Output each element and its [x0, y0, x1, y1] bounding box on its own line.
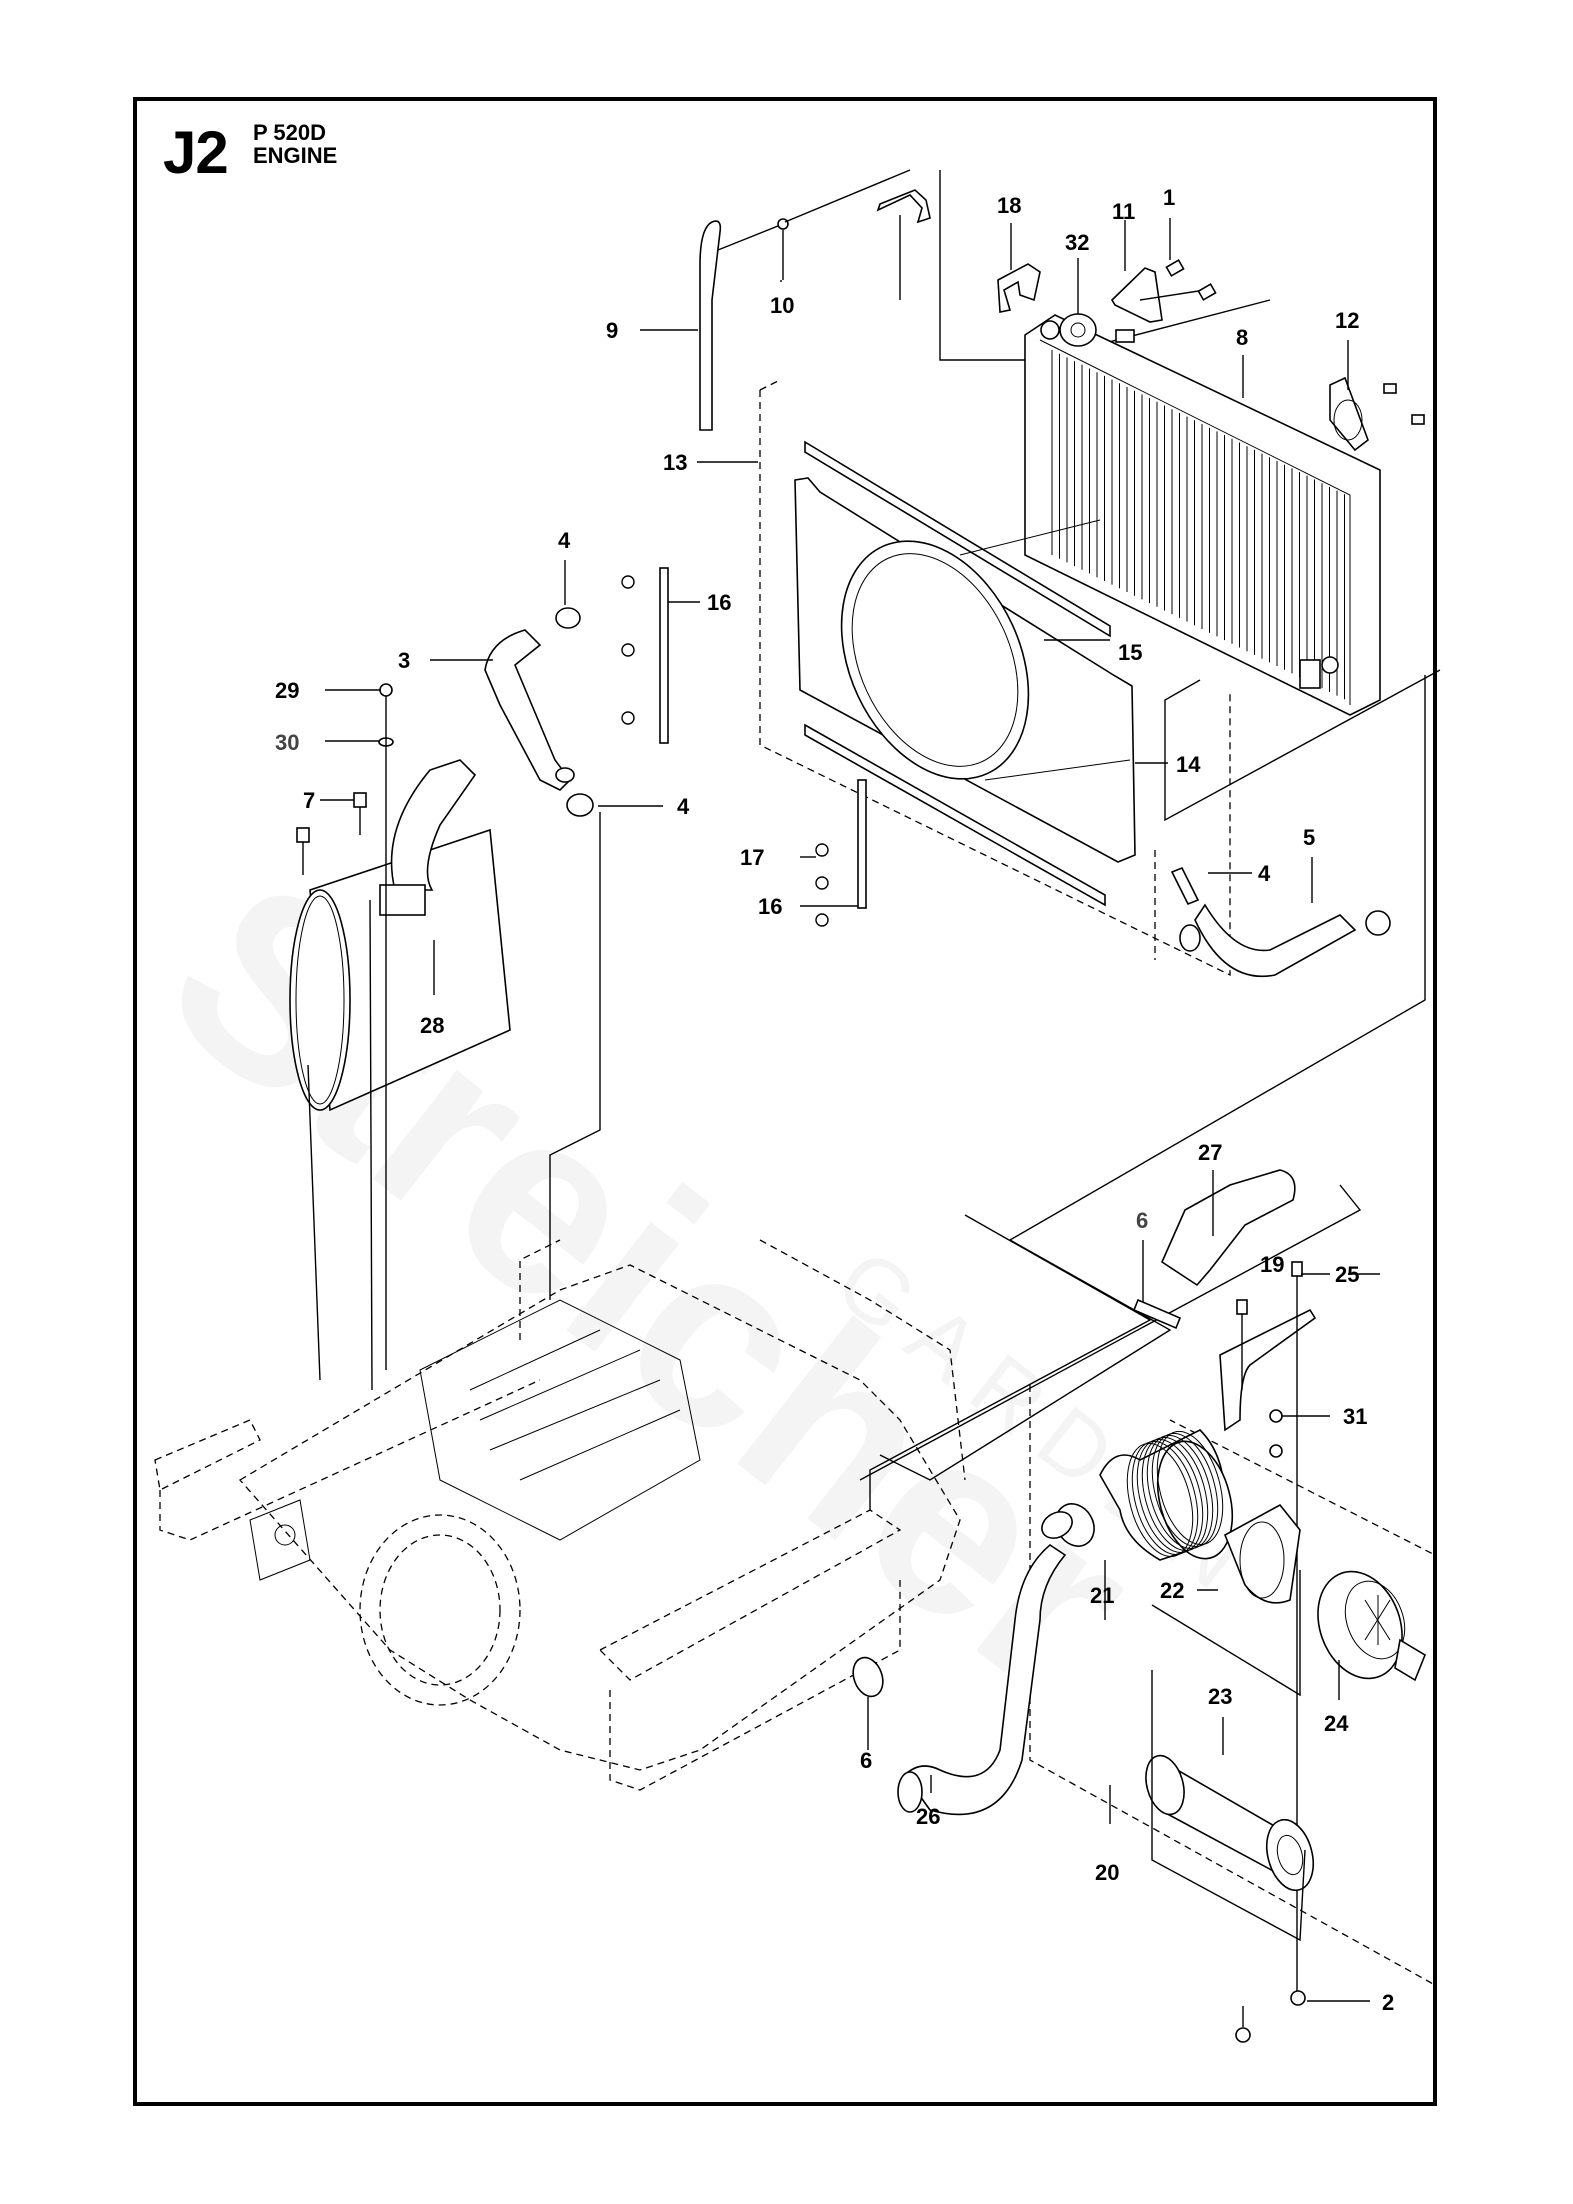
hose-clamp-part[interactable]	[848, 1507, 1077, 1701]
callout-5[interactable]: 5	[1303, 825, 1315, 850]
callout-leaders	[320, 218, 1380, 2002]
model-name: P 520D	[253, 120, 326, 145]
nut-part[interactable]	[379, 683, 393, 697]
callout-3[interactable]: 3	[398, 648, 410, 673]
callout-19[interactable]: 19	[1260, 1252, 1284, 1277]
callout-31[interactable]: 31	[1343, 1404, 1367, 1429]
nut-part[interactable]	[1235, 1990, 1306, 2043]
air-filter-housing-part[interactable]	[1048, 1424, 1244, 1567]
callout-13[interactable]: 13	[663, 450, 687, 475]
mounting-bar-part[interactable]	[621, 567, 867, 927]
fan-shroud-part[interactable]	[794, 477, 1136, 863]
screw-part[interactable]	[1165, 259, 1217, 301]
callout-23[interactable]: 23	[1208, 1684, 1232, 1709]
muffler-part[interactable]	[289, 759, 511, 1112]
callout-18[interactable]: 18	[997, 193, 1021, 218]
callout-17[interactable]: 17	[740, 845, 764, 870]
callout-4a[interactable]: 4	[558, 528, 571, 553]
callout-29[interactable]: 29	[275, 678, 299, 703]
filter-element-part[interactable]	[1140, 1751, 1321, 1895]
hose-clamp-part[interactable]	[555, 607, 1201, 952]
clip-part[interactable]	[876, 189, 931, 300]
housing-rib	[1156, 1430, 1224, 1546]
seal-strip-part[interactable]	[804, 440, 1111, 907]
section-title: ENGINE	[253, 143, 338, 168]
callout-28[interactable]: 28	[420, 1013, 444, 1038]
upper-hose-part[interactable]	[484, 629, 575, 791]
callout-12[interactable]: 12	[1335, 308, 1359, 333]
callout-21[interactable]: 21	[1090, 1583, 1114, 1608]
page-code: J2	[163, 119, 229, 186]
engine-chassis-phantom	[154, 1239, 966, 1791]
callout-14[interactable]: 14	[1176, 752, 1201, 777]
callout-4b[interactable]: 4	[677, 794, 690, 819]
hose-clamp-part[interactable]	[1132, 1298, 1182, 1330]
radiator-cap-part[interactable]	[1059, 313, 1097, 347]
diagram-frame	[133, 97, 1437, 2106]
callout-24[interactable]: 24	[1324, 1711, 1349, 1736]
callout-8[interactable]: 8	[1236, 325, 1248, 350]
intake-hose-part[interactable]	[897, 1544, 1067, 1816]
filter-cover-part[interactable]	[1304, 1560, 1426, 1691]
callout-1[interactable]: 1	[1163, 185, 1175, 210]
callout-26[interactable]: 26	[916, 1804, 940, 1829]
callout-4c[interactable]: 4	[1258, 861, 1271, 886]
bolt-part[interactable]	[296, 792, 367, 875]
callout-labels: 1 2 3 4 4 4 5 6 6 7 8 9 10 11 12 13 14 1…	[275, 185, 1394, 2015]
callout-15[interactable]: 15	[1118, 640, 1142, 665]
bracket-left-part[interactable]	[1110, 267, 1206, 343]
callout-30[interactable]: 30	[275, 730, 299, 755]
leader-path	[939, 170, 1271, 361]
callout-11[interactable]: 11	[1112, 199, 1135, 224]
air-filter-bracket-part[interactable]	[1219, 1261, 1317, 1458]
callout-6a[interactable]: 6	[1136, 1208, 1148, 1233]
callout-10[interactable]: 10	[770, 293, 794, 318]
mounting-strap-part[interactable]	[1223, 1503, 1301, 1604]
clip-part-18[interactable]	[997, 263, 1041, 313]
callout-6b[interactable]: 6	[860, 1748, 872, 1773]
callout-20[interactable]: 20	[1095, 1860, 1119, 1885]
callout-2[interactable]: 2	[1382, 1990, 1394, 2015]
callout-27[interactable]: 27	[1198, 1140, 1222, 1165]
overflow-hose-part[interactable]	[699, 169, 911, 431]
callout-25[interactable]: 25	[1335, 1262, 1359, 1287]
callout-32[interactable]: 32	[1065, 230, 1089, 255]
radiator-part[interactable]	[1024, 314, 1381, 716]
callout-16a[interactable]: 16	[707, 590, 731, 615]
callout-22[interactable]: 22	[1160, 1578, 1184, 1603]
bracket-right-part[interactable]	[1329, 376, 1425, 452]
callout-9[interactable]: 9	[606, 318, 618, 343]
callout-16b[interactable]: 16	[758, 894, 782, 919]
callout-7[interactable]: 7	[303, 788, 315, 813]
lower-hose-part[interactable]	[1170, 866, 1357, 977]
intake-hose-upper-part[interactable]	[1160, 1169, 1296, 1287]
hose-clamp-part[interactable]	[1365, 910, 1391, 936]
